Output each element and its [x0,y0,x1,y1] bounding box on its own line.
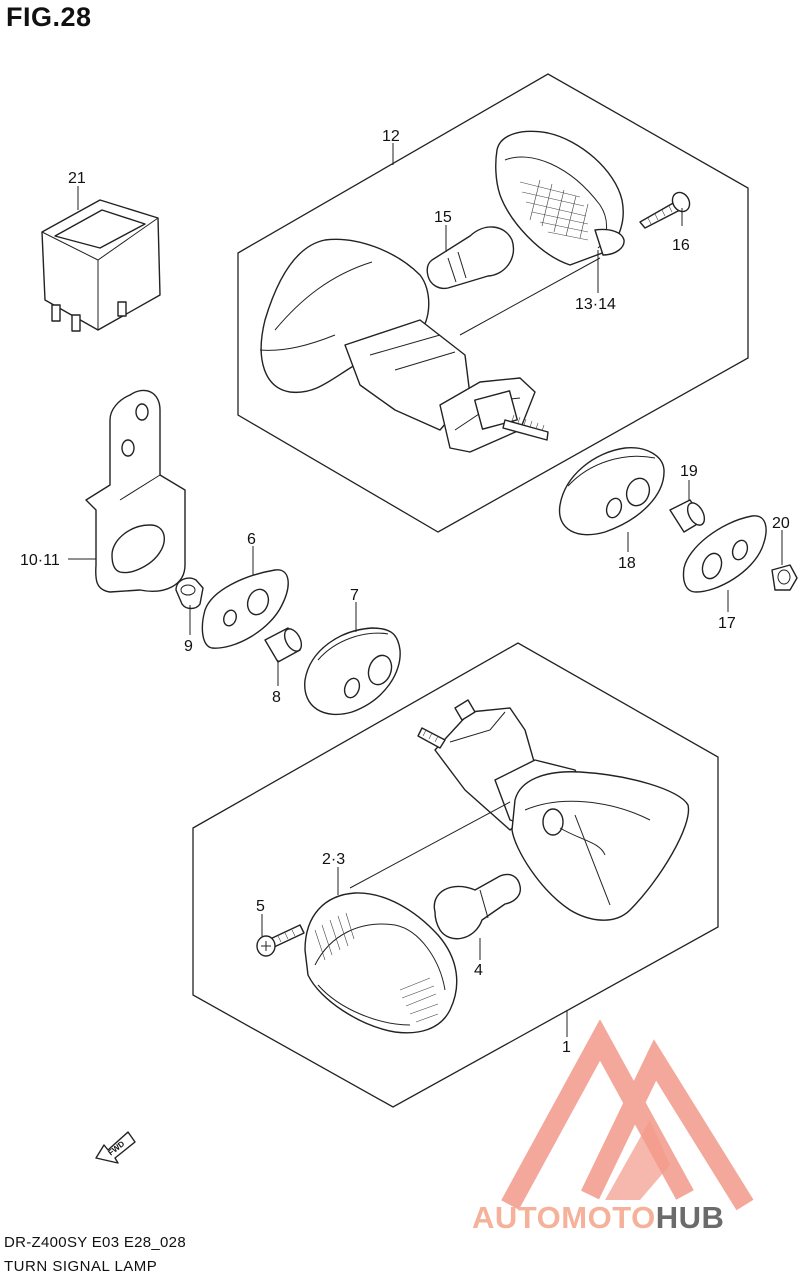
fwd-arrow-icon: FWD [95,1131,136,1164]
nut-20 [771,564,798,591]
figure-title: FIG.28 [6,2,92,32]
gasket-17 [682,515,767,593]
callout-7: 7 [350,587,359,604]
callout-13-14: 13·14 [575,296,616,313]
callout-19: 19 [680,463,698,480]
callout-16: 16 [672,237,690,254]
callout-2-3: 2·3 [322,851,345,868]
lens-2-3 [304,892,458,1034]
model-code: DR-Z400SY E03 E28_028 [4,1234,186,1251]
callout-12: 12 [382,128,400,145]
leader-lines [68,143,783,1037]
watermark-text: AUTOMOTOHUB [472,1200,724,1236]
screw-5 [256,924,305,957]
wire-line-lower [349,801,511,889]
watermark-hub: HUB [655,1200,725,1235]
lens-13-14 [495,130,625,266]
cushion-18 [558,447,665,536]
watermark-auto: AUTO [472,1200,562,1235]
callout-4: 4 [474,962,483,979]
callout-18: 18 [618,555,636,572]
bulb-15 [426,226,515,290]
wire-line-upper [459,257,601,336]
nut-9 [175,577,204,610]
relay-21 [41,199,161,332]
screw-16 [639,191,691,229]
callout-17: 17 [718,615,736,632]
spacer-8 [264,627,303,663]
callout-20: 20 [772,515,790,532]
callout-9: 9 [184,638,193,655]
gasket-6 [201,569,289,649]
bracket-10-11 [85,389,186,593]
watermark-logo [501,1020,754,1211]
callout-15: 15 [434,209,452,226]
assembly-frame-upper [237,73,749,533]
callout-21: 21 [68,170,86,187]
callout-5: 5 [256,898,265,915]
callout-1: 1 [562,1039,571,1056]
watermark-moto: MOTO [561,1200,656,1235]
cushion-7 [304,627,401,716]
callout-10-11: 10·11 [20,552,60,569]
spacer-19 [669,499,706,533]
callout-6: 6 [247,531,256,548]
bulb-4 [433,873,522,940]
assembly-frame-lower [192,642,719,1108]
lamp-housing-12 [259,238,549,453]
section-name: TURN SIGNAL LAMP [4,1258,158,1275]
lamp-housing-1 [417,699,690,921]
callout-8: 8 [272,689,281,706]
